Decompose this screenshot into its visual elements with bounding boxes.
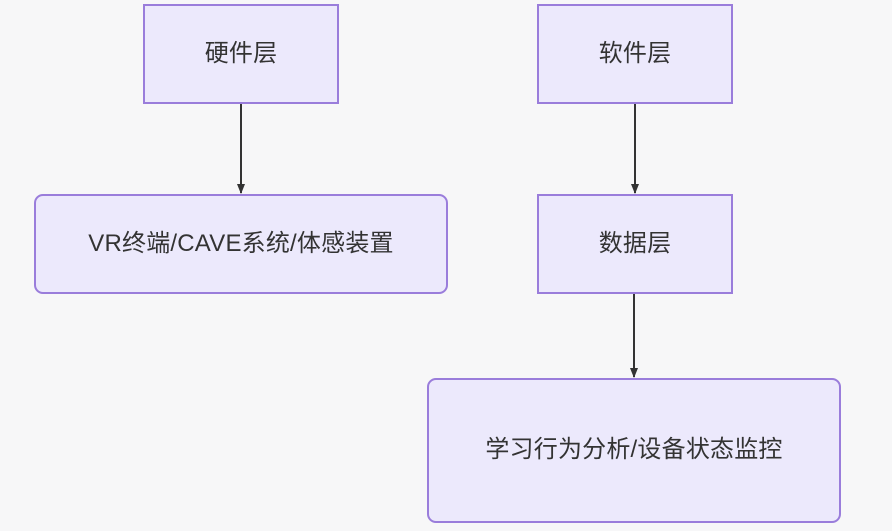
node-vr-devices[interactable]: VR终端/CAVE系统/体感装置 xyxy=(34,194,448,294)
node-analytics-label: 学习行为分析/设备状态监控 xyxy=(485,436,783,464)
node-data-layer[interactable]: 数据层 xyxy=(537,194,733,294)
node-analytics[interactable]: 学习行为分析/设备状态监控 xyxy=(427,378,841,523)
node-software-layer[interactable]: 软件层 xyxy=(537,4,733,104)
node-hardware-layer[interactable]: 硬件层 xyxy=(143,4,339,104)
node-data-layer-label: 数据层 xyxy=(598,229,672,257)
node-vr-devices-label: VR终端/CAVE系统/体感装置 xyxy=(88,229,394,257)
node-hardware-layer-label: 硬件层 xyxy=(204,39,278,67)
node-software-layer-label: 软件层 xyxy=(598,39,672,67)
